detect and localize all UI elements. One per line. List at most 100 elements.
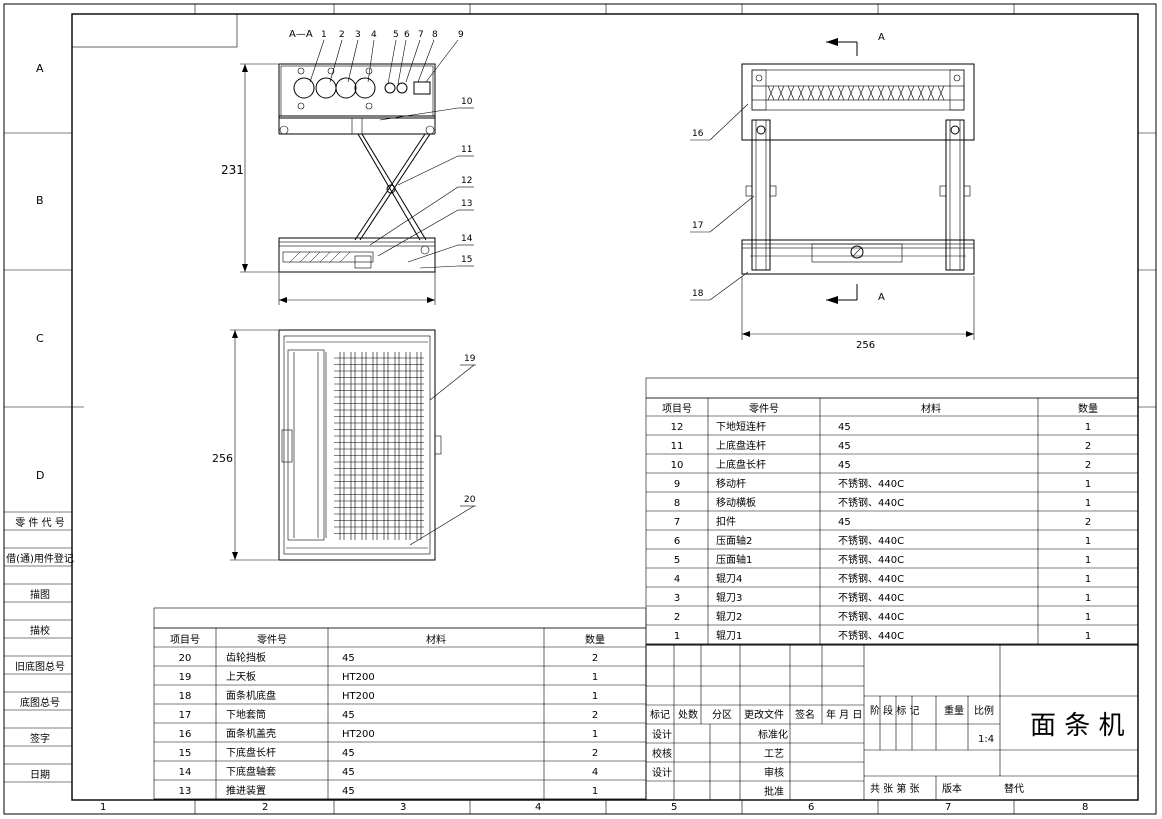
zone-number: 8 [1082, 802, 1088, 813]
bom-right-cell: 不锈钢、440C [838, 496, 904, 509]
rev-header: 签名 [795, 708, 815, 721]
side-label: 描校 [30, 624, 50, 637]
bom-left-cell: HT200 [342, 729, 375, 740]
bom-right-cell: 辊刀1 [716, 629, 742, 642]
bom-left-cell: 4 [592, 767, 598, 778]
approval-label: 批准 [764, 785, 784, 798]
replace-label: 替代 [1004, 782, 1024, 795]
callout-number: 8 [432, 30, 438, 40]
bom-right-cell: 1 [1085, 498, 1091, 509]
callout-number: 12 [461, 176, 472, 186]
bom-right-cell: 不锈钢、440C [838, 572, 904, 585]
bom-right-cell: 5 [674, 555, 680, 566]
callout-number: 4 [371, 30, 377, 40]
callout-number: 1 [321, 30, 327, 40]
role-label: 设计 [652, 766, 672, 779]
approval-label: 审核 [764, 766, 784, 779]
bom-right-cell: 9 [674, 479, 680, 490]
bom-right-cell: 2 [1085, 441, 1091, 452]
drawing-title: 面 条 机 [1030, 711, 1125, 741]
bom-right-cell: 12 [671, 422, 684, 433]
weight-label: 重量 [944, 704, 964, 717]
zone-number: 5 [671, 802, 677, 813]
zone-number: 7 [945, 802, 951, 813]
rev-header: 标记 [650, 709, 670, 721]
rev-header: 年 月 日 [826, 708, 862, 721]
top-view: 256 19 20 [212, 329, 476, 561]
side-label: 底图总号 [20, 696, 60, 709]
bom-right-cell: 不锈钢、440C [838, 629, 904, 642]
side-label: 日期 [30, 769, 50, 781]
bom-left-cell: 45 [342, 786, 355, 797]
bom-right-cell: 1 [1085, 593, 1091, 604]
callout-number: 14 [461, 234, 473, 244]
bom-left-cell: 15 [179, 748, 192, 759]
bom-left-header: 零件号 [257, 634, 287, 646]
zone-number: 4 [535, 802, 541, 813]
bom-left-cell: 18 [179, 691, 192, 702]
bom-right-cell: 不锈钢、440C [838, 553, 904, 566]
zone-number: 1 [100, 802, 106, 813]
bom-left-cell: HT200 [342, 672, 375, 683]
bom-right-header: 数量 [1078, 402, 1098, 415]
bom-right-cell: 1 [1085, 422, 1091, 433]
bom-left-cell: 45 [342, 748, 355, 759]
zone-numbers: 1 2 3 4 5 6 7 8 [100, 802, 1088, 813]
callout-number: 9 [458, 30, 464, 40]
bom-left-cell: 下底盘轴套 [226, 765, 276, 778]
bom-left-cell: 13 [179, 786, 192, 797]
zone-letters: A B C D [36, 62, 44, 482]
title-block: 标记 处数 分区 更改文件 签名 年 月 日 设计 校核 设计 标准化 工艺 审… [645, 644, 1139, 801]
callout-number: 10 [461, 97, 473, 107]
bom-left-cell: 1 [592, 672, 598, 683]
bom-left-cell: 下底盘长杆 [226, 746, 276, 759]
side-label: 零 件 代 号 [15, 517, 65, 529]
scale-value: 1:4 [978, 734, 994, 745]
height-dimension: 256 [212, 452, 233, 465]
bom-right-cell: 移动杆 [716, 477, 746, 490]
bom-left-cell: 1 [592, 729, 598, 740]
side-label: 旧底图总号 [15, 660, 65, 673]
approval-label: 工艺 [764, 748, 784, 760]
bom-left-cell: 45 [342, 767, 355, 778]
bom-left-cell: 45 [342, 653, 355, 664]
bom-right-cell: 移动横板 [716, 496, 756, 509]
callout-number: 11 [461, 145, 472, 155]
bom-left-cell: 20 [179, 653, 192, 664]
bom-right-cell: 1 [1085, 479, 1091, 490]
bom-left-cell: 1 [592, 691, 598, 702]
bom-right-cell: 8 [674, 498, 680, 509]
bom-right-cell: 压面轴1 [716, 553, 752, 566]
bom-right-cell: 不锈钢、440C [838, 477, 904, 490]
bom-right-cell: 4 [674, 574, 680, 585]
zone-number: 6 [808, 802, 814, 813]
bom-right-cell: 45 [838, 517, 851, 528]
callout-number: 20 [464, 495, 476, 505]
bom-right-cell: 2 [674, 612, 680, 623]
side-label: 描图 [30, 588, 50, 601]
bom-right-cell: 辊刀4 [716, 572, 742, 585]
bom-left-cell: 2 [592, 653, 598, 664]
bom-left-cell: 面条机底盘 [226, 689, 276, 702]
callout-number: 7 [418, 30, 424, 40]
bom-right-cell: 不锈钢、440C [838, 591, 904, 604]
bom-left-header: 项目号 [170, 634, 200, 646]
bom-left-cell: 1 [592, 786, 598, 797]
bom-right-cell: 6 [674, 536, 680, 547]
zone-letter: A [36, 62, 44, 75]
zone-number: 3 [400, 802, 406, 813]
drawing-frame [3, 3, 1157, 815]
height-dimension: 231 [221, 163, 244, 177]
callout-number: 19 [464, 354, 476, 364]
bom-left-cell: 下地套筒 [226, 708, 266, 721]
bom-right-cell: 10 [671, 460, 684, 471]
zone-letter: B [36, 194, 44, 207]
callout-number: 16 [692, 129, 704, 139]
bom-left-header: 数量 [585, 633, 605, 646]
bom-left-cell: 45 [342, 710, 355, 721]
zone-number: 2 [262, 802, 268, 813]
bom-right-cell: 2 [1085, 460, 1091, 471]
